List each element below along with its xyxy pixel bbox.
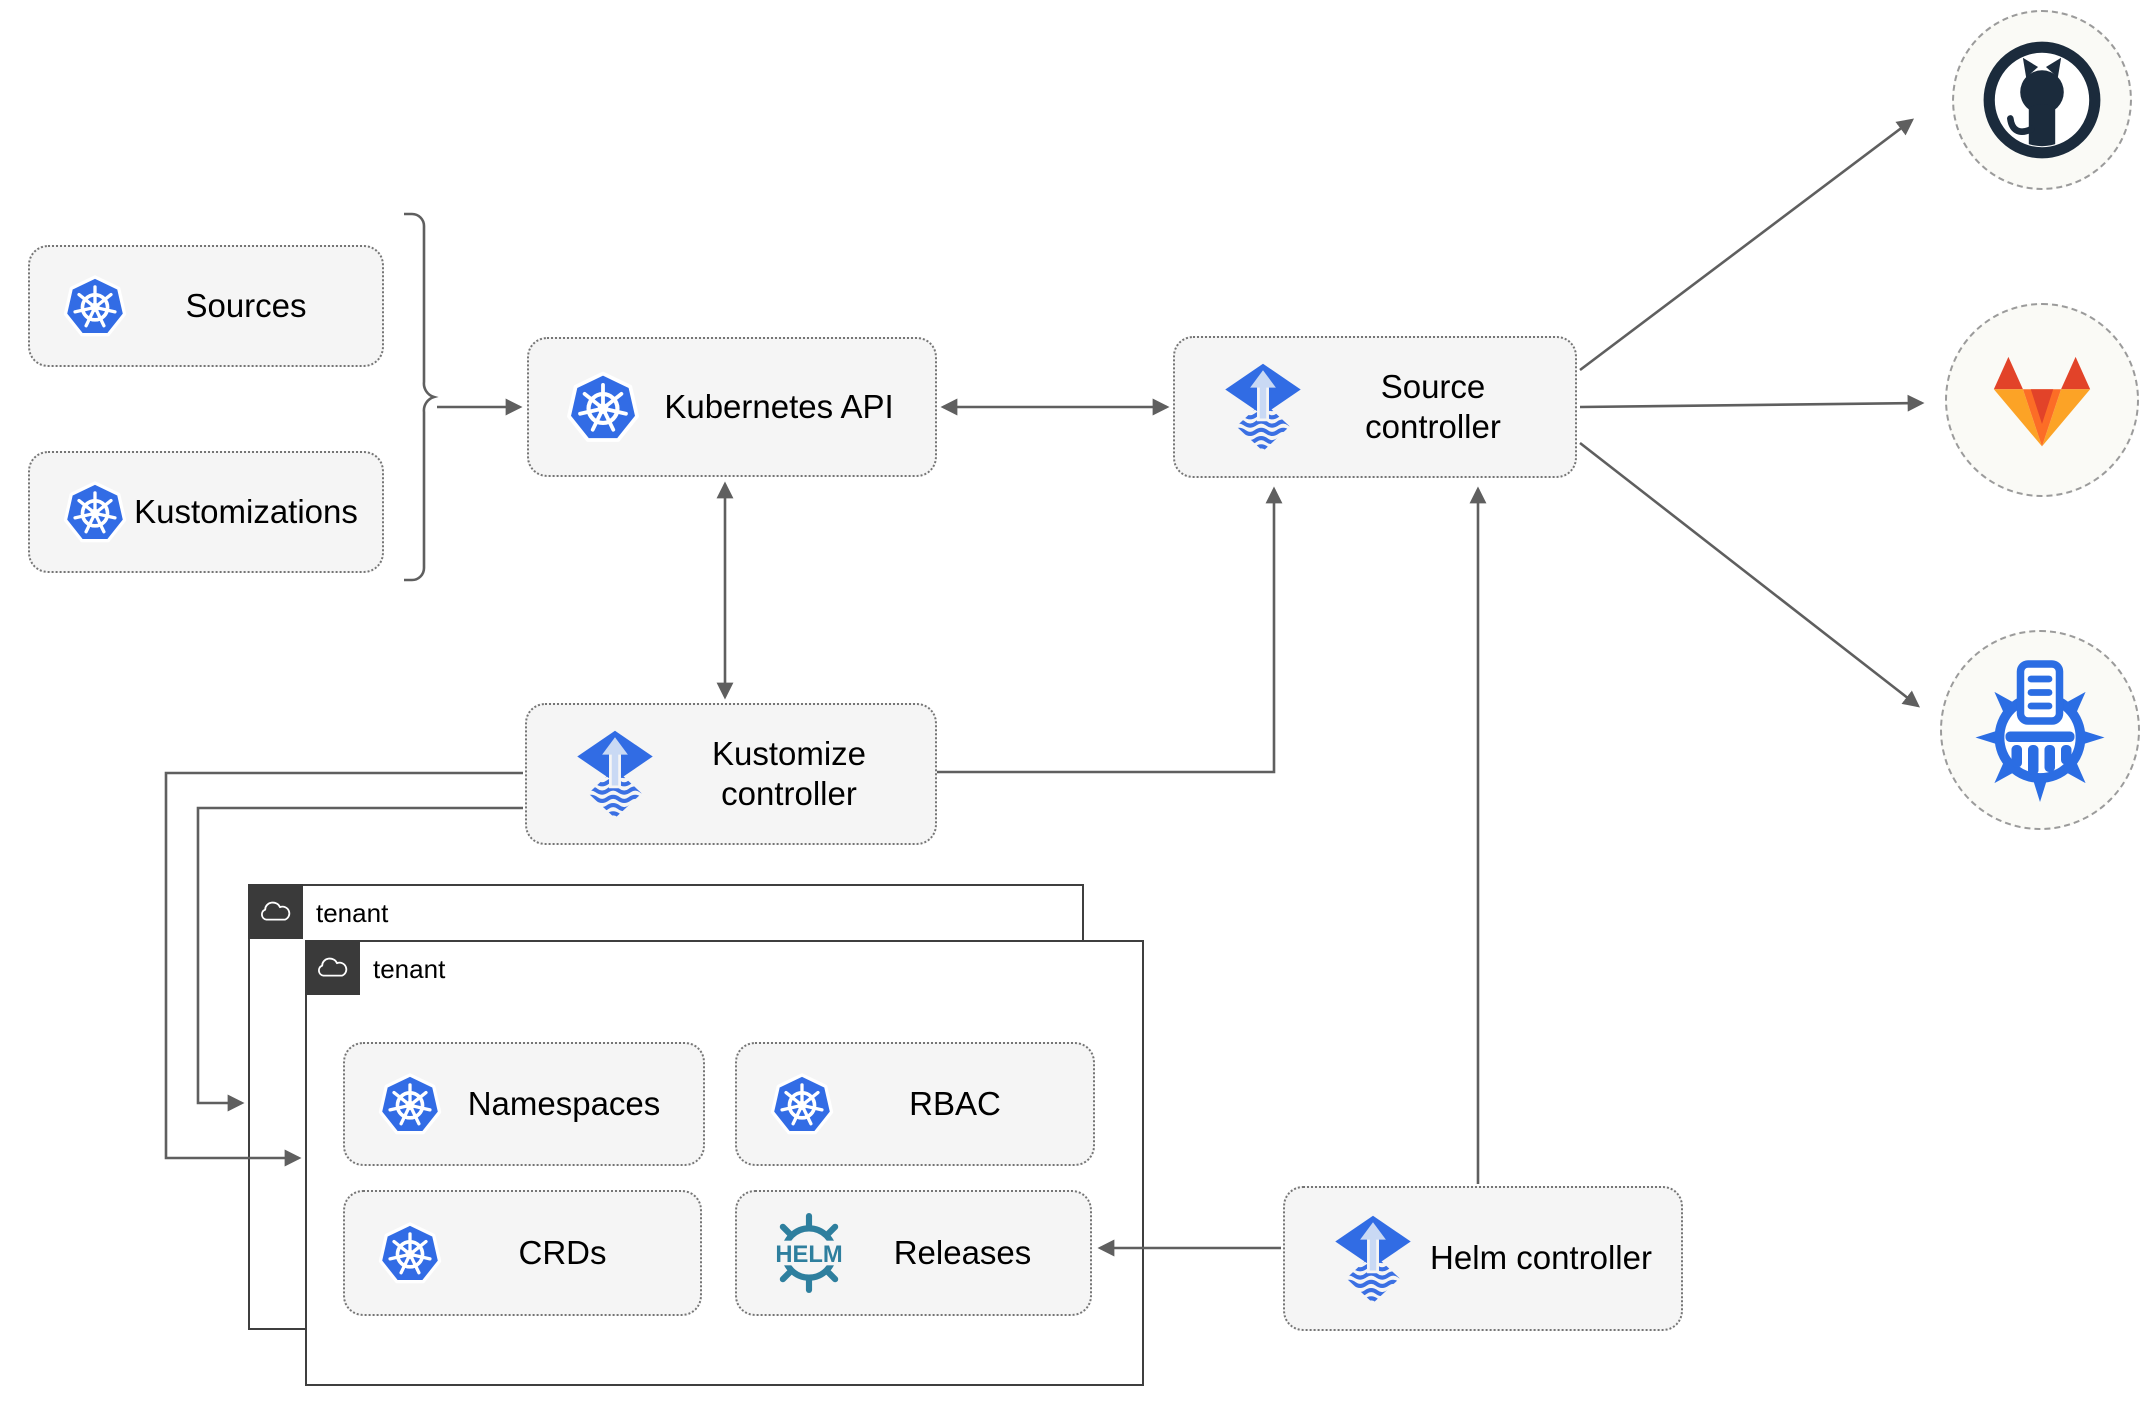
flux-icon [1327,1207,1419,1311]
node-sources: Sources [28,245,384,367]
node-label: Namespaces [467,1084,661,1122]
node-kustomize-controller: Kustomize controller [525,703,937,845]
tenant-label: tenant [316,898,389,928]
gitlab-tanuki-icon [1986,350,2098,451]
cloud-icon [313,954,353,982]
node-label: Kubernetes API [664,387,894,425]
node-source-controller: Source controller [1173,336,1577,478]
node-label: Source controller [1365,367,1501,445]
tenant-badge [248,884,303,939]
edge-source-to-registry [1579,441,1921,708]
provider-github [1952,10,2132,190]
edge-source-to-gitlab [1579,394,1925,412]
kubernetes-icon [377,1220,443,1286]
node-kubernetes-api: Kubernetes API [527,337,937,477]
kubernetes-icon [769,1071,835,1137]
edge-source-to-github [1579,118,1915,372]
kubernetes-icon [377,1071,443,1137]
bracket-sources-group [404,212,439,582]
container-registry-icon [1965,655,2115,805]
node-namespaces: Namespaces [343,1042,705,1166]
node-label: Kustomizations [134,492,358,530]
tenant-label: tenant [373,954,446,984]
node-rbac: RBAC [735,1042,1095,1166]
node-label: Helm controller [1430,1239,1652,1277]
edge-kustomize-to-source [937,486,1283,774]
flux-icon [1217,355,1309,459]
node-helm-controller: Helm controller [1283,1186,1683,1331]
tenant-badge [305,940,360,995]
node-releases: Releases [735,1190,1092,1316]
node-label: Kustomize controller [711,734,867,812]
node-crds: CRDs [343,1190,702,1316]
github-octocat-icon [1976,34,2108,166]
flux-icon [569,722,661,826]
helm-icon [765,1209,853,1297]
node-kustomizations: Kustomizations [28,451,384,573]
provider-gitlab [1945,303,2139,497]
node-label: RBAC [909,1084,1001,1122]
node-label: Sources [185,286,307,324]
kubernetes-icon [62,273,128,339]
kubernetes-icon [565,369,641,445]
kubernetes-icon [62,479,128,545]
node-label: Releases [893,1233,1032,1271]
node-label: CRDs [518,1233,607,1271]
cloud-icon [256,898,296,926]
provider-container-registry [1940,630,2140,830]
